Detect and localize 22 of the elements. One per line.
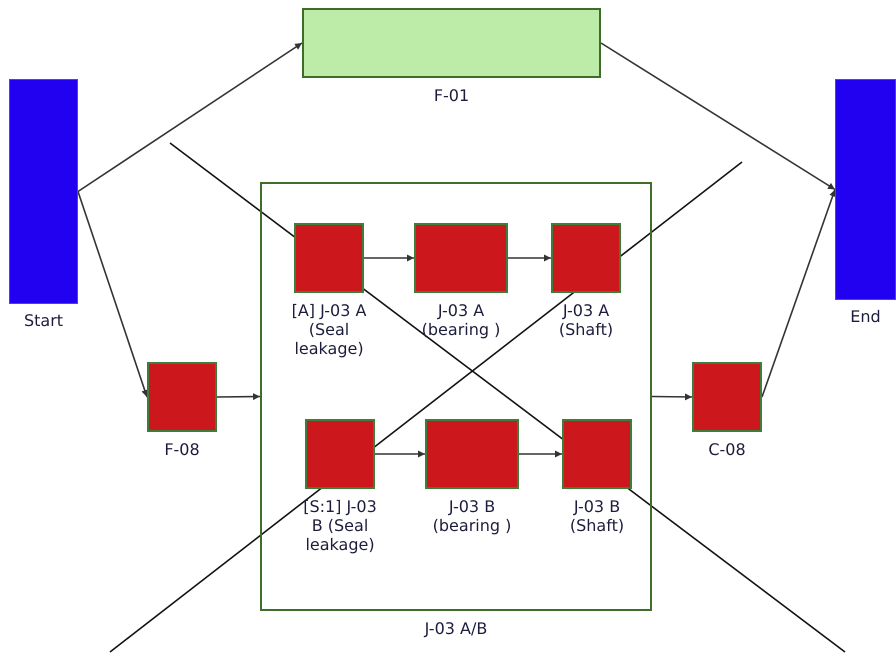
block-label: [S:1] J-03 B (Seal leakage) [302,497,378,554]
arrow [519,450,562,458]
arrow [761,189,836,398]
block-label: [A] J-03 A (Seal leakage) [290,301,368,358]
terminal-label: Start [22,311,64,330]
arrow [78,42,302,192]
arrow [77,191,148,398]
block-label: F-01 [432,86,470,105]
arrow [508,254,551,262]
block-label: J-03 B (bearing ) [432,497,512,535]
arrow [652,393,692,400]
arrow [364,254,414,262]
block-label: F-08 [163,440,201,459]
terminal-label: End [849,307,882,326]
block-label: J-03 A (Shaft) [558,301,614,339]
arrow [375,450,425,458]
block-label: J-03 B (Shaft) [568,497,626,535]
arrow [217,393,260,400]
block-label: J-03 A (bearing ) [420,301,502,339]
arrow [600,42,836,190]
block-label: C-08 [707,440,747,459]
group-label: J-03 A/B [422,619,488,638]
